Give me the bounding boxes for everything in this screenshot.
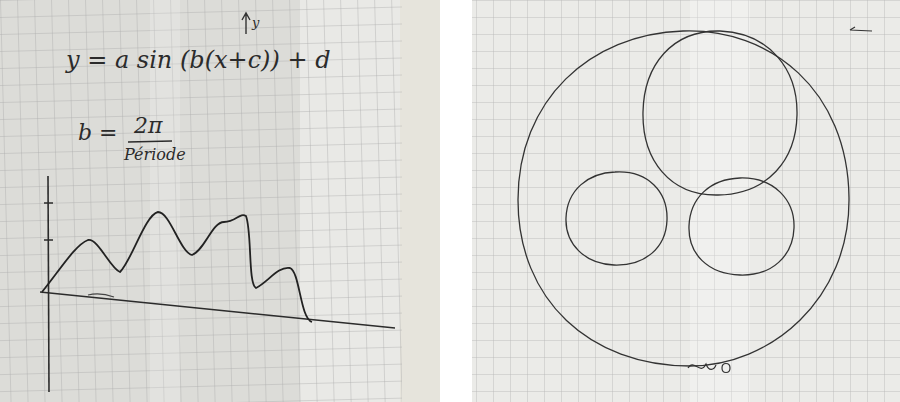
x-axis bbox=[40, 292, 395, 328]
y-arrow bbox=[242, 13, 250, 34]
pencil-mark bbox=[88, 294, 114, 297]
photo-gap bbox=[440, 0, 472, 402]
inner-circle-top bbox=[643, 31, 797, 195]
handwritten-note: 2π bbox=[134, 115, 162, 137]
axis-label: y bbox=[252, 16, 259, 29]
small-arrow bbox=[850, 27, 872, 31]
left-photo bbox=[0, 0, 440, 402]
fraction-bar bbox=[128, 141, 172, 142]
scribble-mark bbox=[688, 364, 730, 373]
right-photo bbox=[472, 0, 900, 402]
axis-tick bbox=[44, 203, 53, 240]
light-band bbox=[690, 0, 750, 402]
outer-circle bbox=[518, 31, 849, 366]
inner-circle-left bbox=[566, 172, 667, 265]
grid-paper bbox=[472, 0, 900, 402]
photo-ground bbox=[0, 0, 440, 402]
handwritten-note: b = bbox=[78, 122, 118, 144]
photo-ground bbox=[472, 0, 900, 402]
handwritten-note: Période bbox=[124, 147, 186, 163]
handwritten-note: y = a sin (b(x+c)) + d bbox=[66, 48, 331, 72]
inner-circle-right bbox=[689, 178, 794, 275]
wave-curve bbox=[42, 212, 312, 322]
grid-paper bbox=[0, 0, 402, 402]
